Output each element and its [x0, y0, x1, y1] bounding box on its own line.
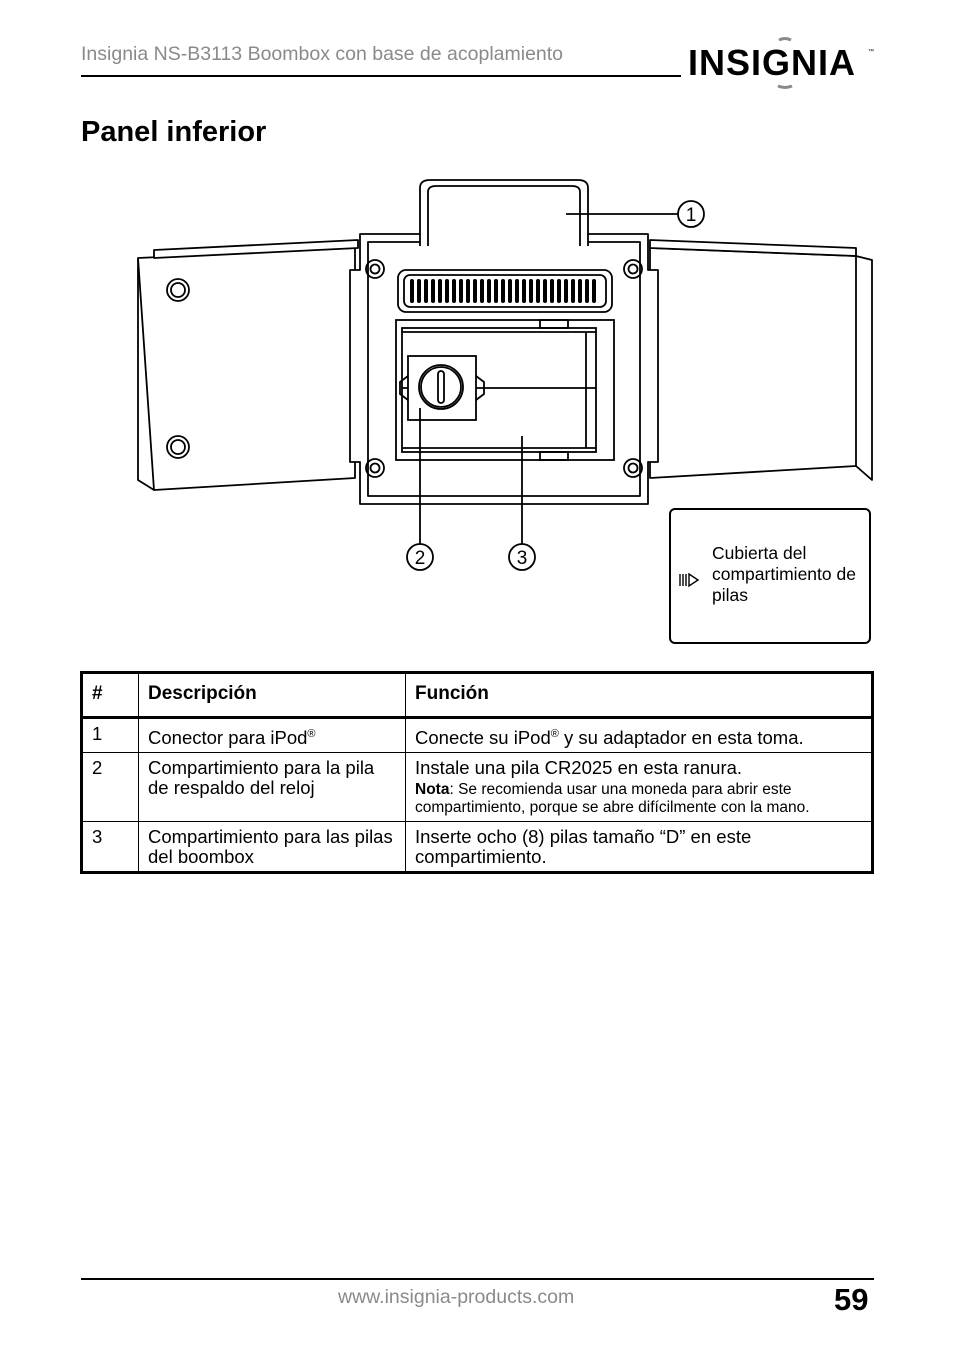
footer-rule — [81, 1278, 874, 1280]
column-header-function: Función — [405, 671, 874, 719]
footer-url: www.insignia-products.com — [338, 1286, 575, 1308]
row-function: Instale una pila CR2025 en esta ranura. … — [405, 752, 874, 822]
row-number: 3 — [80, 821, 139, 875]
row-number: 2 — [80, 752, 139, 822]
function-text-end: y su adaptador en esta toma. — [558, 727, 804, 749]
row-description: Conector para iPod® — [138, 717, 406, 753]
page-title: Panel inferior — [81, 116, 267, 148]
column-header-description: Descripción — [138, 671, 406, 719]
spec-table: # Descripción Función 1 Conector para iP… — [80, 671, 874, 875]
description-text: Conector para iPod — [148, 727, 308, 749]
logo-swoosh-icon — [777, 37, 793, 89]
insignia-logo: INSIGNIA — [688, 42, 857, 83]
logo-trademark: ™ — [868, 49, 874, 55]
callout-2: 2 — [415, 548, 426, 569]
table-row: 2 Compartimiento para la pila de respald… — [80, 752, 874, 822]
registered-mark: ® — [550, 728, 559, 740]
function-text: Instale una pila CR2025 en esta ranura. — [415, 757, 743, 779]
header-rule — [81, 75, 681, 77]
table-header-row: # Descripción Función — [80, 671, 874, 719]
table-row: 3 Compartimiento para las pilas del boom… — [80, 821, 874, 875]
note-label: Nota — [415, 781, 450, 799]
column-header-number: # — [80, 671, 139, 719]
row-description: Compartimiento para la pila de respaldo … — [138, 752, 406, 822]
note: Nota: Se recomienda usar una moneda para… — [415, 781, 862, 817]
arrow-pointer-icon — [679, 572, 700, 588]
row-description: Compartimiento para las pilas del boombo… — [138, 821, 406, 875]
page-number: 59 — [834, 1282, 869, 1317]
row-function: Inserte ocho (8) pilas tamaño “D” en est… — [405, 821, 874, 875]
callout-1: 1 — [686, 205, 697, 226]
registered-mark: ® — [307, 728, 316, 740]
legend-box: Cubierta del compartimiento de pilas — [669, 508, 871, 644]
callout-3: 3 — [517, 548, 528, 569]
legend-text: Cubierta del compartimiento de pilas — [712, 543, 856, 605]
function-text: Conecte su iPod — [415, 727, 551, 749]
table-row: 1 Conector para iPod® Conecte su iPod® y… — [80, 717, 874, 753]
note-text: : Se recomienda usar una moneda para abr… — [415, 781, 810, 817]
bottom-panel-diagram: 1 2 3 — [137, 179, 873, 571]
header-title: Insignia NS-B3113 Boombox con base de ac… — [81, 43, 564, 65]
row-function: Conecte su iPod® y su adaptador en esta … — [405, 717, 874, 753]
row-number: 1 — [80, 717, 139, 753]
